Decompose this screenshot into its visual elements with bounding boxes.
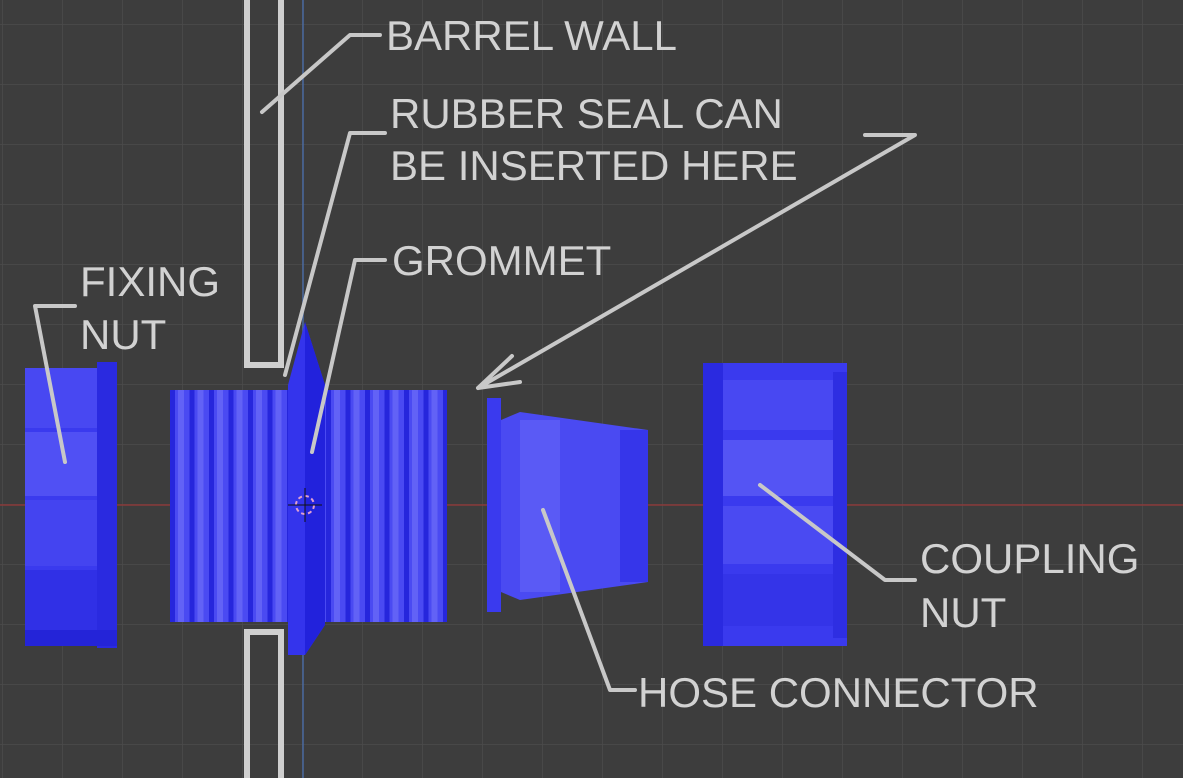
grommet-leader [310, 258, 387, 454]
fixing-nut-label-2: NUT [80, 311, 166, 358]
hose-connector-label: HOSE CONNECTOR [638, 669, 1039, 716]
barrel-wall-top [244, 0, 284, 368]
origin-cursor-icon [288, 488, 322, 522]
coupling-nut [703, 363, 847, 646]
threaded-body [170, 322, 447, 655]
fixing-nut-label-1: FIXING [80, 258, 220, 305]
rubber-seal-arrow [476, 133, 917, 390]
hose-connector-leader [541, 508, 637, 692]
barrel-wall-bottom [244, 629, 284, 778]
fixing-nut [25, 362, 117, 648]
hose-connector [487, 398, 648, 612]
rubber-seal-label-2: BE INSERTED HERE [390, 142, 798, 189]
barrel-wall-leader [260, 33, 382, 114]
grommet-label: GROMMET [392, 237, 611, 284]
coupling-nut-leader [758, 483, 917, 582]
barrel-wall-label: BARREL WALL [386, 12, 677, 59]
coupling-nut-label-2: NUT [920, 589, 1006, 636]
coupling-nut-label-1: COUPLING [920, 535, 1139, 582]
rubber-seal-label-1: RUBBER SEAL CAN [390, 90, 783, 137]
rubber-seal-leader [283, 131, 387, 377]
fixing-nut-leader [33, 304, 77, 464]
